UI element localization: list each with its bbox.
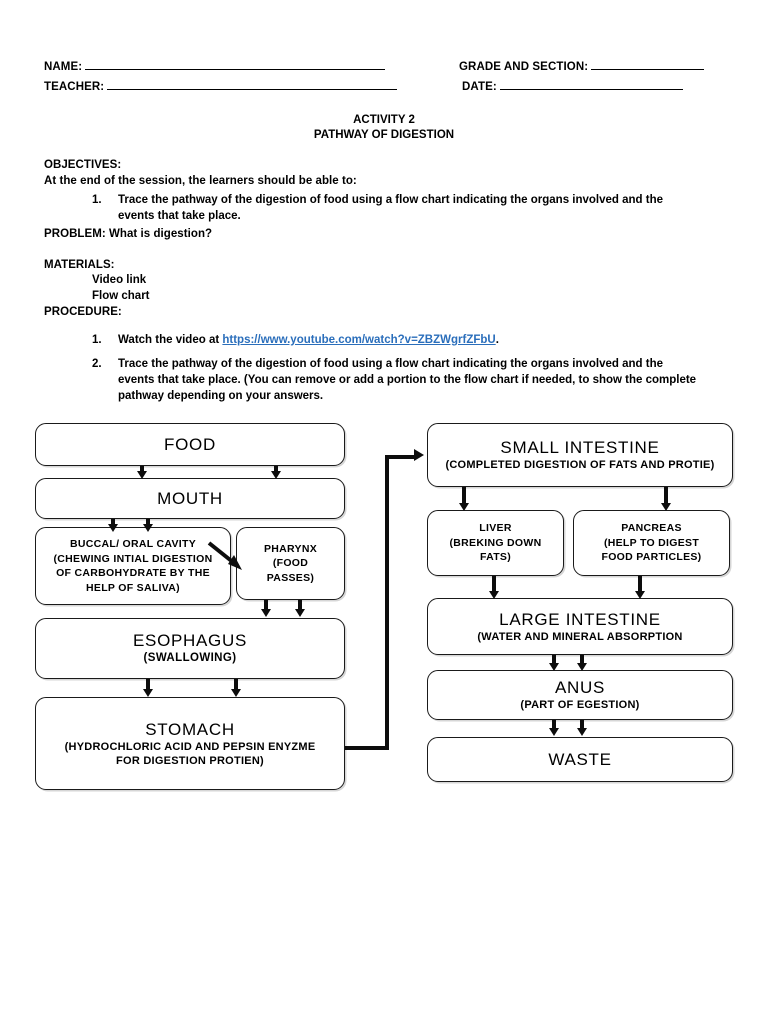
flow-node-anus-subtitle: (PART OF EGESTION) [520,699,640,711]
flow-node-pancreas-line1: (HELP TO DIGEST [603,536,700,549]
flow-node-small-intestine-subtitle: (COMPLETED DIGESTION OF FATS AND PROTIE) [445,459,715,471]
procedure-heading: PROCEDURE: [44,306,122,318]
procedure-1-suffix: . [495,334,499,346]
flow-node-buccal-line3: HELP OF SALIVA) [86,581,180,594]
name-blank-rule[interactable] [85,58,386,70]
flow-node-pancreas-title: PANCREAS [621,522,682,535]
flow-node-anus[interactable]: ANUS (PART OF EGESTION) [427,670,733,720]
flow-node-liver-line1: (BREKING DOWN [449,536,542,549]
flow-node-pharynx-line1: (FOOD [272,557,309,570]
name-label: NAME: [44,61,83,73]
activity-subject: PATHWAY OF DIGESTION [313,129,455,141]
flow-node-stomach-line2: FOR DIGESTION PROTIEN) [116,754,264,767]
procedure-1-text: Watch the video at https://www.youtube.c… [118,332,700,348]
flow-node-stomach[interactable]: STOMACH (HYDROCHLORIC ACID AND PEPSIN EN… [35,697,345,790]
flow-node-buccal-line1: (CHEWING INTIAL DIGESTION [53,552,213,565]
procedure-2-marker: 2. [92,358,102,370]
flow-node-food[interactable]: FOOD [35,423,345,466]
flow-node-large-intestine-title: LARGE INTESTINE [499,609,661,629]
arrow-buccal-to-pharynx [207,541,242,570]
header-row-name: NAME: GRADE AND SECTION: [44,58,724,73]
youtube-video-link[interactable]: https://www.youtube.com/watch?v=ZBZWgrfZ… [222,334,496,346]
material-item-flow-chart: Flow chart [92,290,150,302]
flow-node-liver-title: LIVER [479,522,512,535]
material-item-video-link: Video link [92,274,147,286]
objectives-intro: At the end of the session, the learners … [44,175,357,187]
flow-node-food-title: FOOD [164,434,216,454]
header-row-teacher: TEACHER: DATE: [44,78,724,93]
flow-node-pharynx-line2: PASSES) [266,571,315,584]
flow-node-buccal-line2: OF CARBOHYDRATE BY THE [56,567,210,579]
objective-1-marker: 1. [92,194,102,206]
procedure-1-prefix: Watch the video at [118,334,223,346]
date-blank-rule[interactable] [499,78,683,90]
flow-node-liver[interactable]: LIVER (BREKING DOWN FATS) [427,510,564,576]
flow-node-mouth[interactable]: MOUTH [35,478,345,519]
flow-node-large-intestine-subtitle: (WATER AND MINERAL ABSORPTION [477,630,683,643]
flow-node-esophagus-subtitle: (SWALLOWING) [143,652,237,664]
grade-section-group: GRADE AND SECTION: [459,58,705,73]
grade-section-label: GRADE AND SECTION: [459,61,589,73]
procedure-1-marker: 1. [92,334,102,346]
flow-node-pharynx-title: PHARYNX [263,542,318,555]
teacher-blank-rule[interactable] [107,78,398,90]
problem-statement: PROBLEM: What is digestion? [44,228,213,240]
flow-node-stomach-title: STOMACH [145,719,235,739]
objectives-heading: OBJECTIVES: [44,159,122,171]
flow-node-liver-line2: FATS) [479,551,512,564]
flow-node-stomach-line1: (HYDROCHLORIC ACID AND PEPSIN ENYZME [64,740,316,753]
teacher-label: TEACHER: [44,81,105,93]
flow-node-large-intestine[interactable]: LARGE INTESTINE (WATER AND MINERAL ABSOR… [427,598,733,655]
flow-node-pancreas[interactable]: PANCREAS (HELP TO DIGEST FOOD PARTICLES) [573,510,730,576]
grade-blank-rule[interactable] [591,58,705,70]
flow-node-buccal-title: BUCCAL/ ORAL CAVITY [69,538,197,550]
activity-number: ACTIVITY 2 [353,114,415,126]
flow-node-esophagus[interactable]: ESOPHAGUS (SWALLOWING) [35,618,345,679]
flow-node-mouth-title: MOUTH [157,488,223,508]
flow-node-anus-title: ANUS [554,678,606,697]
date-group: DATE: [462,78,683,93]
flow-node-small-intestine-title: SMALL INTESTINE [500,438,660,457]
flow-node-small-intestine[interactable]: SMALL INTESTINE (COMPLETED DIGESTION OF … [427,423,733,487]
procedure-2-text: Trace the pathway of the digestion of fo… [118,358,697,402]
flow-node-waste-title: WASTE [548,749,612,769]
flow-node-pharynx[interactable]: PHARYNX (FOOD PASSES) [236,527,345,600]
materials-heading: MATERIALS: [44,259,115,271]
date-label: DATE: [462,81,497,93]
activity-title-block: ACTIVITY 2 PATHWAY OF DIGESTION [0,113,768,143]
flow-node-waste[interactable]: WASTE [427,737,733,782]
flow-node-esophagus-title: ESOPHAGUS [133,631,247,650]
objective-1-text: Trace the pathway of the digestion of fo… [118,194,664,222]
flow-node-pancreas-line2: FOOD PARTICLES) [601,551,702,564]
flow-node-buccal-oral-cavity[interactable]: BUCCAL/ ORAL CAVITY (CHEWING INTIAL DIGE… [35,527,231,605]
